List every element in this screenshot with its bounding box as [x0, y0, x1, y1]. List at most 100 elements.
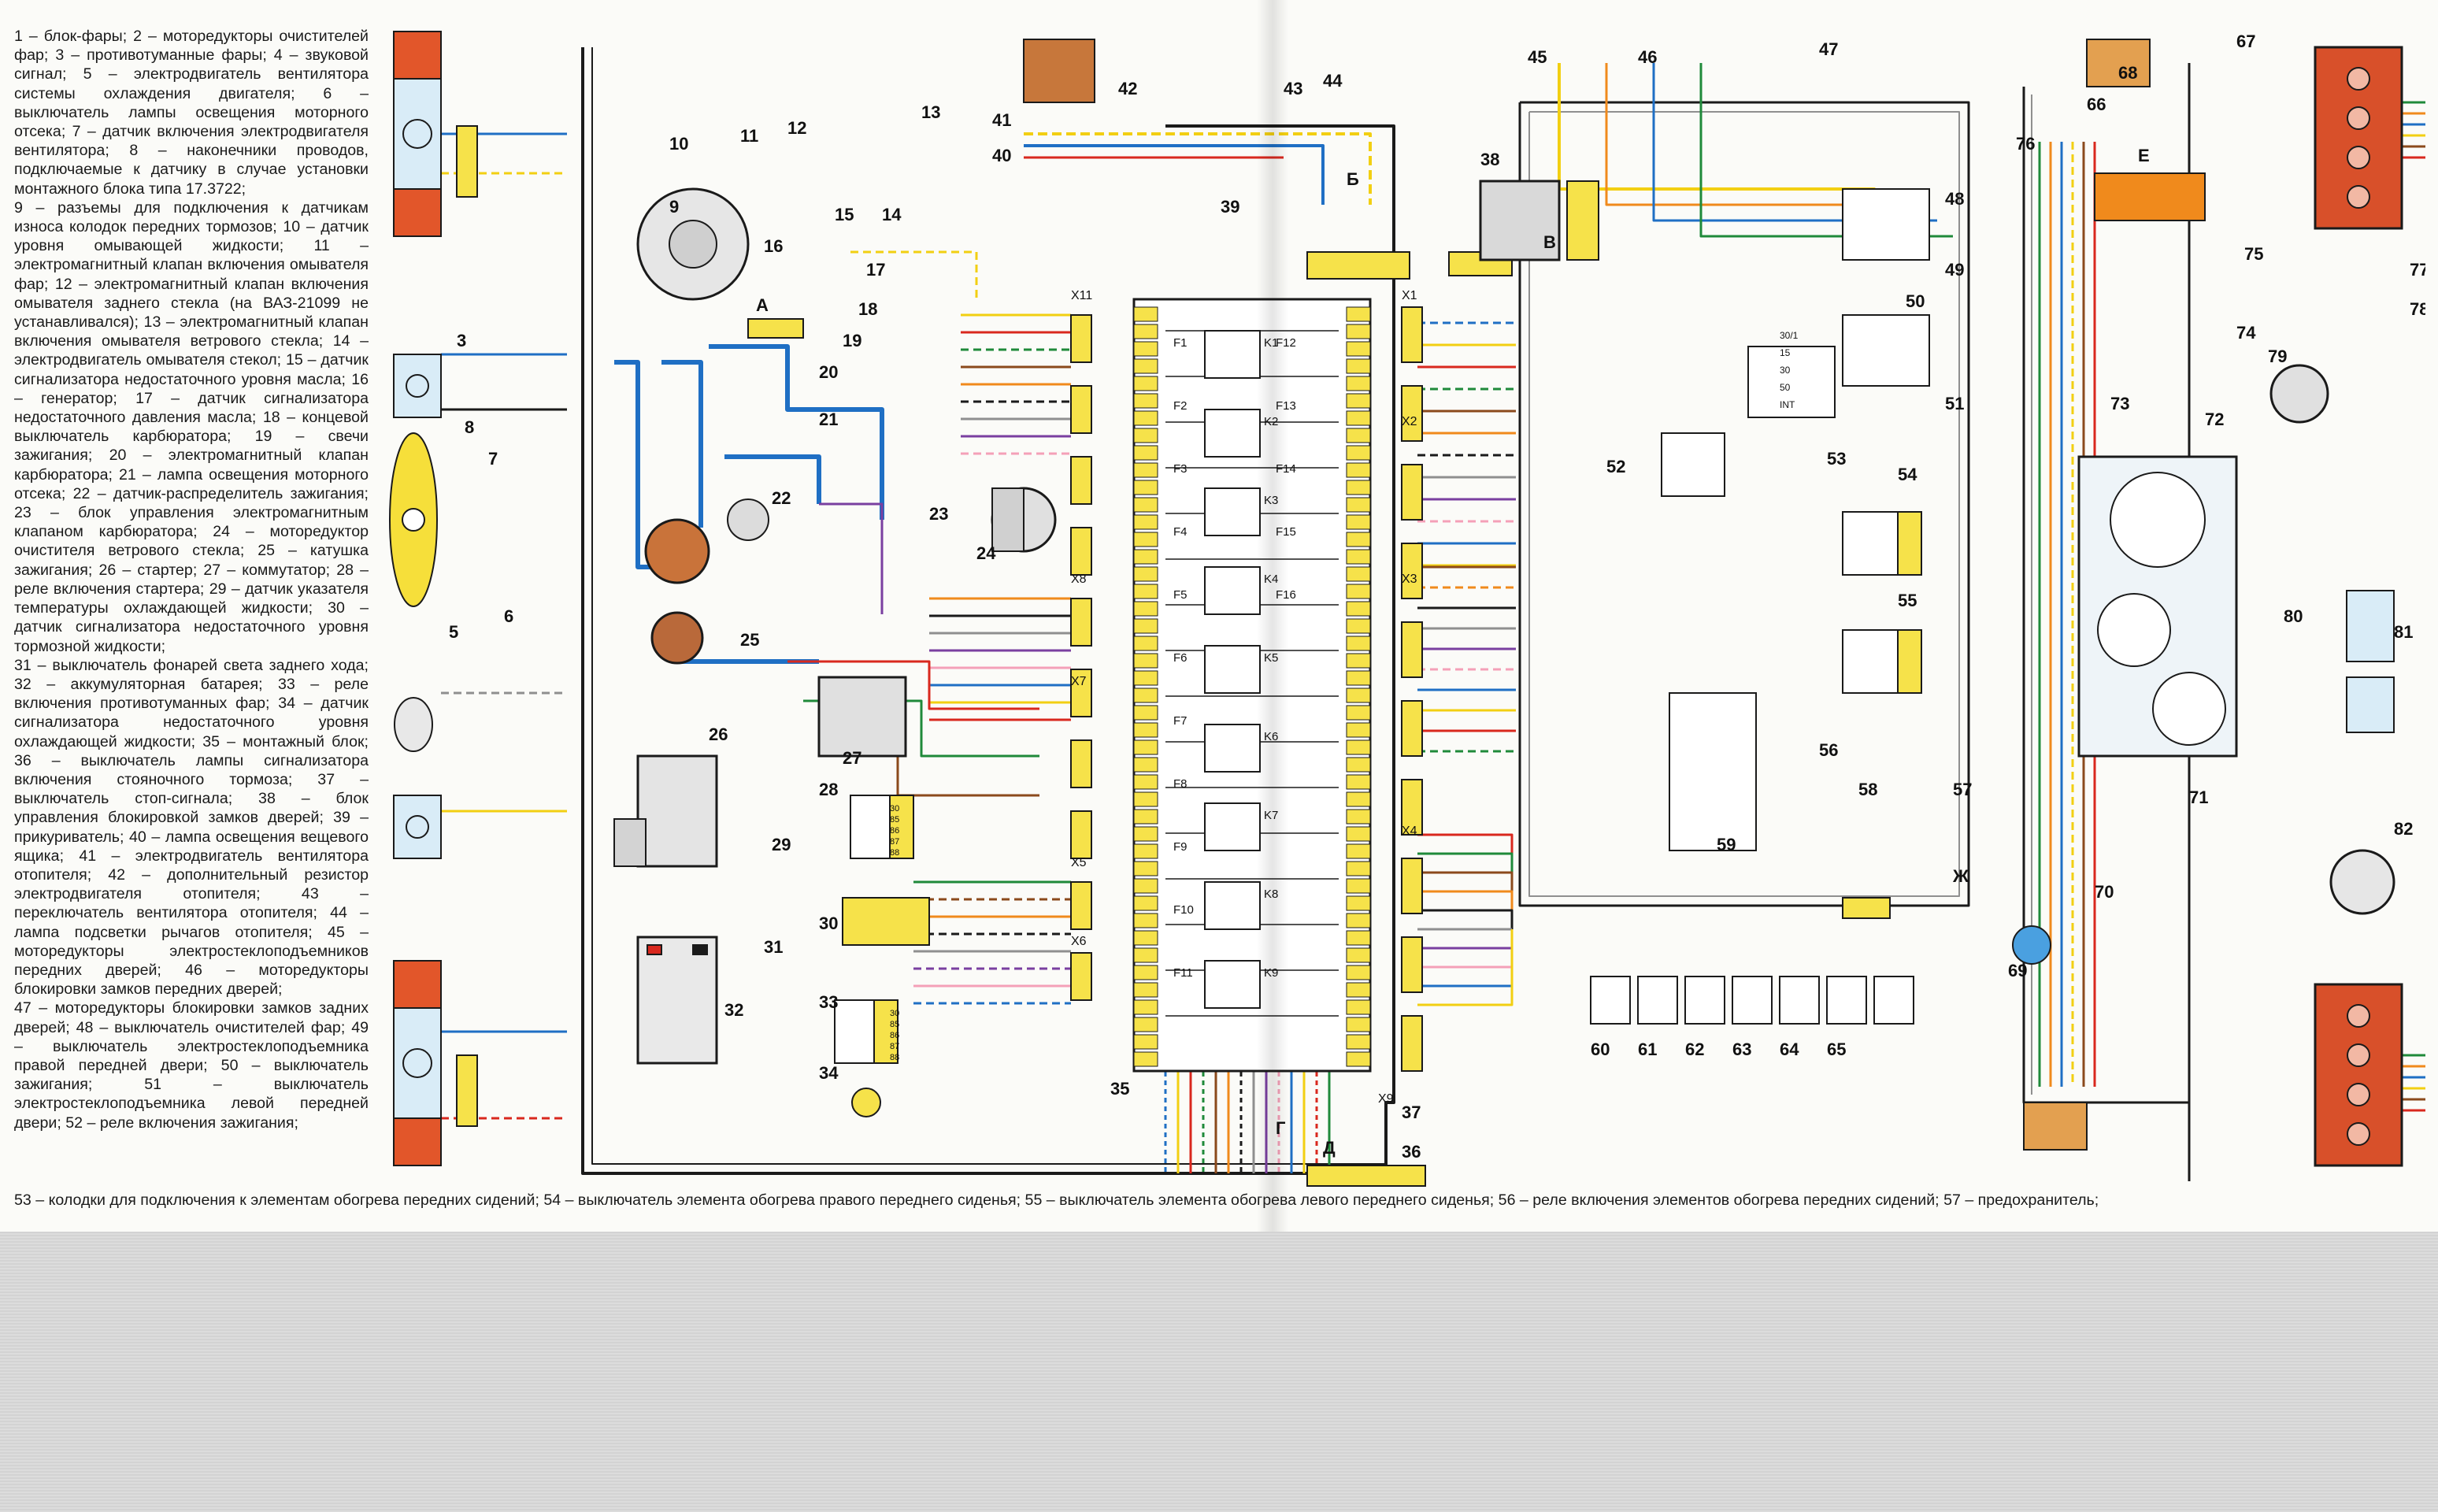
relay-label: K8	[1264, 888, 1278, 901]
battery-terminal-plus	[647, 944, 662, 955]
mb-pin-right	[1346, 878, 1371, 894]
mb-pin-left	[1133, 480, 1158, 495]
headlight-bulb	[402, 1048, 432, 1078]
component-number-fuse: 57	[1953, 780, 1972, 799]
harness-frame-left-inner	[591, 47, 1386, 1165]
harness-connector-right	[1401, 385, 1423, 442]
harness-connector-left	[1070, 314, 1092, 363]
fuse-label: F4	[1173, 525, 1188, 539]
harness-connector-right	[1401, 779, 1423, 836]
component-number-fan-sensor: 7	[488, 449, 498, 469]
diagram-labels: 1234567891011121314151617181920212223242…	[449, 32, 2425, 1162]
mounting-block-connector-label: X2	[1402, 415, 1417, 428]
component-number-comp-67: 67	[2236, 32, 2255, 51]
fuse-label: F11	[1173, 966, 1193, 980]
harness-connector-right	[1401, 936, 1423, 993]
relay-label: K7	[1264, 809, 1278, 822]
connector-letter: Б	[1347, 169, 1359, 189]
relay-pins	[873, 999, 899, 1064]
mb-pin-left	[1133, 757, 1158, 773]
relay-pin-label: 88	[890, 1053, 899, 1062]
relay-60-65	[1684, 976, 1725, 1025]
radiator-fan-hub	[402, 508, 425, 532]
starter-solenoid	[613, 818, 647, 867]
relay-pin-label: 30	[890, 804, 899, 813]
heater-fan-motor-body	[1023, 39, 1095, 103]
component-number-comp-65: 65	[1827, 1040, 1846, 1059]
component-number-comp-82: 82	[2394, 819, 2413, 839]
horn-body	[394, 697, 433, 752]
mb-relay	[1204, 645, 1261, 694]
mb-pin-left	[1133, 1051, 1158, 1067]
switch-pin-label: INT	[1780, 399, 1795, 410]
relay-pin-label: 88	[890, 848, 899, 858]
mb-pin-right	[1346, 584, 1371, 599]
mb-pin-right	[1346, 636, 1371, 651]
harness-connector-right	[1401, 858, 1423, 914]
headlight-lens	[393, 78, 442, 190]
fuse-label: F2	[1173, 399, 1188, 413]
component-number-rear-door-lock-motor: 47	[1819, 39, 1838, 59]
component-number-heater-resistor: 42	[1118, 79, 1137, 98]
mb-pin-right	[1346, 532, 1371, 547]
component-number-fog-relay: 33	[819, 992, 838, 1012]
relay-label: K9	[1264, 966, 1278, 980]
fuse-label: F15	[1276, 525, 1296, 539]
fog-light-body	[393, 354, 442, 418]
mb-pin-right	[1346, 687, 1371, 703]
component-number-wiper-motor: 24	[976, 543, 996, 563]
rear-lamp-bulb	[2347, 1004, 2370, 1028]
component-number-washer-fluid-sensor: 10	[669, 134, 688, 154]
component-number-comp-81: 81	[2394, 622, 2413, 642]
fog-light-bulb	[406, 374, 429, 398]
gauge	[2110, 472, 2206, 568]
rear-lamp-bulb	[2347, 1083, 2370, 1106]
fuse-label: F5	[1173, 588, 1188, 602]
legend-part-3: 31 – выключатель фонарей света заднего х…	[14, 656, 369, 999]
battery-body	[636, 936, 718, 1065]
mounting-block-connector-label: X11	[1071, 289, 1092, 302]
switch-pin-label: 50	[1780, 382, 1791, 393]
mb-pin-right	[1346, 809, 1371, 825]
lamp-81b	[2346, 676, 2395, 733]
component-number-distributor: 22	[772, 488, 791, 508]
mb-pin-right	[1346, 341, 1371, 357]
component-number-comp-66: 66	[2087, 94, 2106, 114]
legend-part-1: 1 – блок-фары; 2 – моторедукторы очистит…	[14, 28, 369, 198]
mb-pin-left	[1133, 895, 1158, 911]
mb-pin-right	[1346, 913, 1371, 928]
component-number-heater-fan-switch: 43	[1284, 79, 1302, 98]
harness-connector-right	[1401, 306, 1423, 363]
harness-connector-right	[1401, 700, 1423, 757]
component-number-left-seat-heater-switch: 55	[1898, 591, 1917, 610]
mounting-block-connector-label: X3	[1402, 573, 1417, 586]
component-number-comp-64: 64	[1780, 1040, 1799, 1059]
lamp-66	[2086, 39, 2151, 87]
component-number-fog-light: 3	[457, 331, 466, 350]
relay-pin-label: 86	[890, 826, 899, 836]
component-number-left-window-switch: 51	[1945, 394, 1964, 413]
relay-label: K4	[1264, 573, 1278, 586]
component-number-rear-wiper-motor: 79	[2268, 346, 2287, 366]
mb-pin-left	[1133, 341, 1158, 357]
mb-pin-right	[1346, 757, 1371, 773]
mb-pin-right	[1346, 566, 1371, 582]
component-number-carburetor-valve: 20	[819, 362, 838, 382]
connector-plate	[747, 318, 804, 339]
harness-connector-left	[1070, 456, 1092, 505]
harness-connector-left	[1070, 527, 1092, 576]
component-number-coolant-level-sensor: 34	[819, 1063, 839, 1083]
switch-box	[1747, 346, 1836, 418]
relay-label: K3	[1264, 494, 1278, 507]
mb-pin-right	[1346, 705, 1371, 721]
component-number-comp-75: 75	[2244, 244, 2263, 264]
component-number-rear-lamp: 77	[2410, 260, 2425, 280]
component-number-commutator: 27	[843, 748, 861, 768]
component-number-wire-tips: 8	[465, 417, 474, 437]
harness-x4-wire	[1417, 871, 1514, 929]
fuse-label: F10	[1173, 903, 1194, 917]
mb-pin-left	[1133, 861, 1158, 876]
mb-pin-left	[1133, 999, 1158, 1015]
connector-letter: Д	[1323, 1138, 1336, 1158]
component-number-carburetor-limit-switch: 18	[858, 299, 877, 319]
